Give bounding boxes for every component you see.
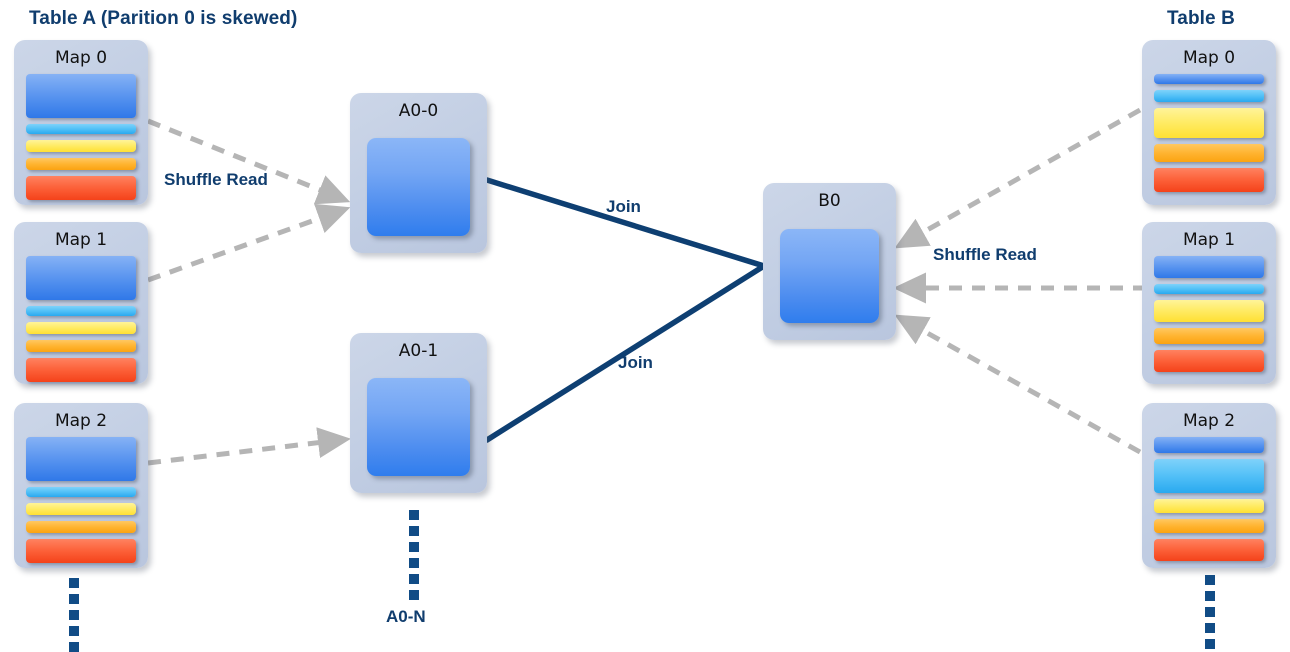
map-bar-blue	[26, 74, 136, 118]
arrow-b-map0-to-b0	[894, 107, 1142, 249]
map-bar-red	[1154, 168, 1264, 192]
table-b-map-card-0[interactable]: Map 0	[1142, 40, 1276, 205]
map-bar-yellow	[26, 503, 136, 515]
map-bar-orange	[1154, 328, 1264, 344]
map-bar-lblue	[26, 487, 136, 497]
map-card-title: Map 1	[54, 230, 108, 250]
partition-block-a0-1	[367, 378, 470, 476]
map-bar-blue	[26, 437, 136, 481]
partition-block-b0	[780, 229, 879, 323]
map-card-title: Map 0	[1182, 48, 1236, 68]
map-bar-blue	[1154, 437, 1264, 453]
partition-card-a0-0[interactable]: A0-0	[350, 93, 487, 253]
map-card-title: Map 0	[54, 48, 108, 68]
table-a-map-card-2[interactable]: Map 2	[14, 403, 148, 568]
map-bar-yellow	[1154, 499, 1264, 513]
map-bar-stack	[26, 256, 136, 388]
map-bar-red	[26, 176, 136, 200]
shuffle-read-label-right: Shuffle Read	[933, 245, 1037, 264]
map-bar-lblue	[26, 306, 136, 316]
map-bar-orange	[26, 340, 136, 352]
table-b-map-card-2[interactable]: Map 2	[1142, 403, 1276, 568]
map-bar-stack	[1154, 74, 1264, 198]
arrow-map1-to-a00	[147, 203, 351, 283]
partition-card-b0[interactable]: B0	[763, 183, 896, 340]
shuffle-read-label-left: Shuffle Read	[164, 170, 268, 189]
table-b-title: Table B	[1167, 8, 1235, 29]
map-bar-orange	[26, 521, 136, 533]
map-bar-stack	[1154, 437, 1264, 567]
join-line-bottom	[484, 263, 767, 443]
ellipsis-table-a	[69, 578, 79, 652]
map-bar-yellow	[1154, 300, 1264, 322]
map-bar-lblue	[1154, 284, 1264, 294]
map-bar-red	[26, 539, 136, 563]
join-label-top: Join	[606, 197, 641, 216]
map-bar-red	[1154, 350, 1264, 372]
join-label-bottom: Join	[618, 353, 653, 372]
partition-card-title: A0-1	[398, 341, 439, 361]
table-a-map-card-1[interactable]: Map 1	[14, 222, 148, 384]
map-bar-red	[26, 358, 136, 382]
map-bar-blue	[1154, 256, 1264, 278]
map-bar-orange	[1154, 519, 1264, 533]
table-a-map-card-0[interactable]: Map 0	[14, 40, 148, 205]
map-bar-orange	[26, 158, 136, 170]
partition-block-a0-0	[367, 138, 470, 236]
map-bar-yellow	[26, 322, 136, 334]
arrow-map2-to-a01	[147, 427, 351, 466]
table-a-title: Table A (Parition 0 is skewed)	[29, 8, 298, 29]
map-bar-stack	[26, 437, 136, 569]
map-bar-lblue	[1154, 459, 1264, 493]
map-bar-orange	[1154, 144, 1264, 162]
partition-card-a0-1[interactable]: A0-1	[350, 333, 487, 493]
map-bar-yellow	[1154, 108, 1264, 138]
ellipsis-partitions-a	[409, 510, 419, 600]
arrow-map0-to-a00	[147, 118, 351, 205]
partition-card-title: A0-0	[398, 101, 439, 121]
map-card-title: Map 2	[54, 411, 108, 431]
map-bar-yellow	[26, 140, 136, 152]
map-bar-red	[1154, 539, 1264, 561]
map-bar-blue	[1154, 74, 1264, 84]
ellipsis-table-b	[1205, 575, 1215, 649]
map-bar-lblue	[1154, 90, 1264, 102]
map-card-title: Map 1	[1182, 230, 1236, 250]
join-line-top	[484, 177, 767, 269]
map-card-title: Map 2	[1182, 411, 1236, 431]
partition-ellipsis-label: A0-N	[386, 607, 426, 626]
arrow-b-map2-to-b0	[894, 314, 1142, 455]
partition-card-title: B0	[818, 191, 841, 211]
map-bar-stack	[1154, 256, 1264, 378]
map-bar-blue	[26, 256, 136, 300]
map-bar-stack	[26, 74, 136, 206]
table-b-map-card-1[interactable]: Map 1	[1142, 222, 1276, 384]
map-bar-lblue	[26, 124, 136, 134]
